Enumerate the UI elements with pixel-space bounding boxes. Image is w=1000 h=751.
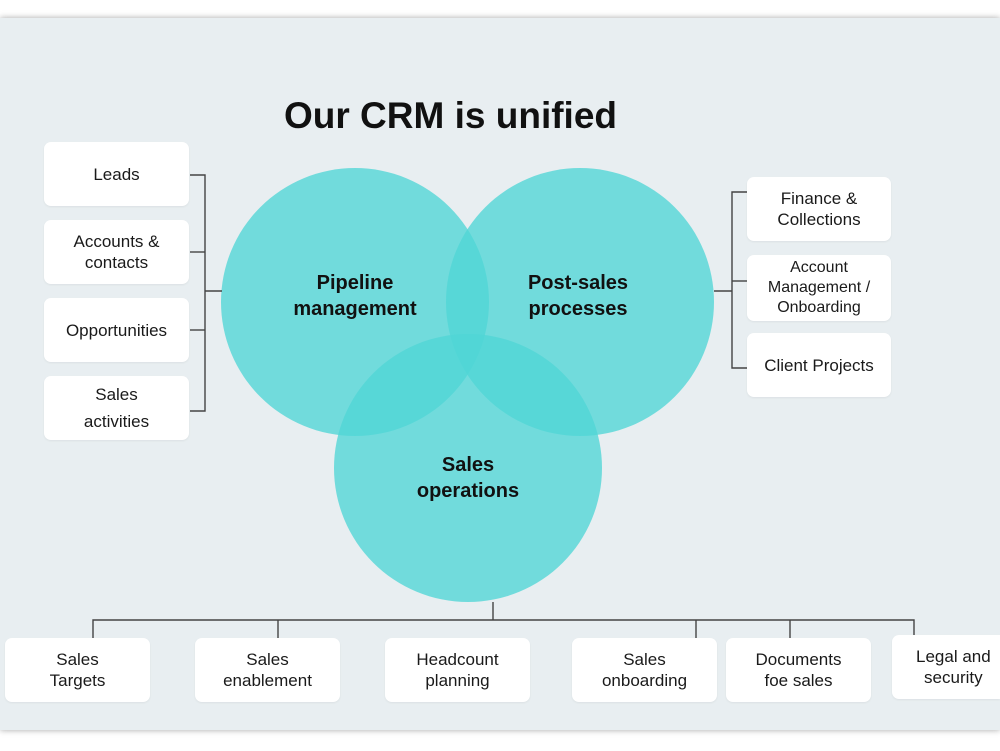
box-sales-activities: Sales activities [44, 376, 189, 440]
label-sales-operations: Sales operations [416, 454, 520, 502]
venn-circles [221, 168, 714, 602]
box-sales-onboarding: Sales onboarding [572, 638, 717, 702]
label-pipeline-management: Pipeline management [293, 272, 417, 320]
box-finance-collections-label: Finance & Collections [777, 189, 861, 229]
box-legal-security-label: Legal and security [916, 647, 991, 687]
box-headcount-planning-label: Headcount planning [416, 650, 499, 690]
box-leads: Leads [44, 142, 189, 206]
box-sales-activities-label: Sales activities [83, 385, 150, 431]
box-leads-label: Leads [93, 164, 140, 184]
left-bracket [190, 174, 222, 412]
box-client-projects-label: Client Projects [764, 355, 874, 375]
diagram-title: Our CRM is unified [284, 95, 617, 136]
right-bracket [714, 191, 747, 369]
box-client-projects: Client Projects [747, 333, 891, 397]
box-sales-enablement: Sales enablement [195, 638, 340, 702]
box-opportunities: Opportunities [44, 298, 189, 362]
circle-sales-operations [334, 334, 602, 602]
box-headcount-planning: Headcount planning [385, 638, 530, 702]
box-accounts-contacts: Accounts & contacts [44, 220, 189, 284]
box-finance-collections: Finance & Collections [747, 177, 891, 241]
box-accounts-contacts-label: Accounts & contacts [73, 232, 160, 272]
diagram-graphics [92, 168, 915, 638]
box-sales-targets: Sales Targets [5, 638, 150, 702]
box-documents-sales-label: Documents foe sales [755, 650, 842, 690]
box-account-management-label: Account Management / Onboarding [767, 259, 871, 316]
box-documents-sales: Documents foe sales [726, 638, 871, 702]
box-account-management: Account Management / Onboarding [747, 255, 891, 321]
box-legal-security: Legal and security [892, 635, 1000, 699]
box-opportunities-label: Opportunities [65, 320, 168, 340]
diagram-canvas: Our CRM is unified Pipeline management P… [0, 18, 1000, 730]
box-sales-targets-label: Sales Targets [49, 650, 106, 690]
box-sales-enablement-label: Sales enablement [223, 650, 312, 690]
label-post-sales-processes: Post-sales processes [527, 272, 629, 320]
box-sales-onboarding-label: Sales onboarding [601, 650, 688, 690]
bottom-tree [92, 602, 915, 638]
